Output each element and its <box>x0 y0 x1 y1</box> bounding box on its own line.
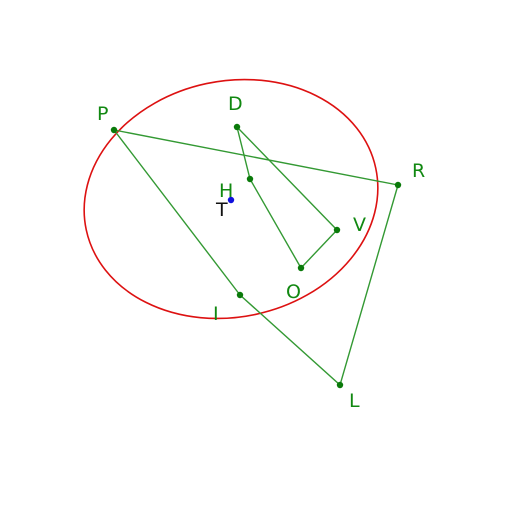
point-d <box>233 123 241 131</box>
label-h: H <box>219 180 233 202</box>
point-v <box>333 226 341 234</box>
label-i: I <box>213 303 219 325</box>
segment-v-d <box>236 126 338 231</box>
segment-h-o <box>249 178 302 269</box>
segment-r-l <box>339 184 399 386</box>
label-o: O <box>286 281 301 303</box>
point-r <box>394 181 402 189</box>
point-p <box>110 126 118 134</box>
label-v: V <box>353 214 366 236</box>
segment-p-i <box>113 129 241 296</box>
label-p: P <box>97 103 108 125</box>
label-l: L <box>349 390 360 412</box>
point-o <box>297 264 305 272</box>
point-t-center <box>227 196 235 204</box>
segment-o-v <box>300 229 338 269</box>
point-h <box>246 175 254 183</box>
ellipse <box>83 78 379 320</box>
segment-d-h <box>236 126 251 180</box>
point-i <box>236 291 244 299</box>
segment-p-r <box>113 129 399 186</box>
point-l <box>336 381 344 389</box>
label-d: D <box>228 93 243 115</box>
label-t: T <box>215 199 228 221</box>
label-r: R <box>412 160 425 182</box>
segment-i-l <box>239 294 341 386</box>
